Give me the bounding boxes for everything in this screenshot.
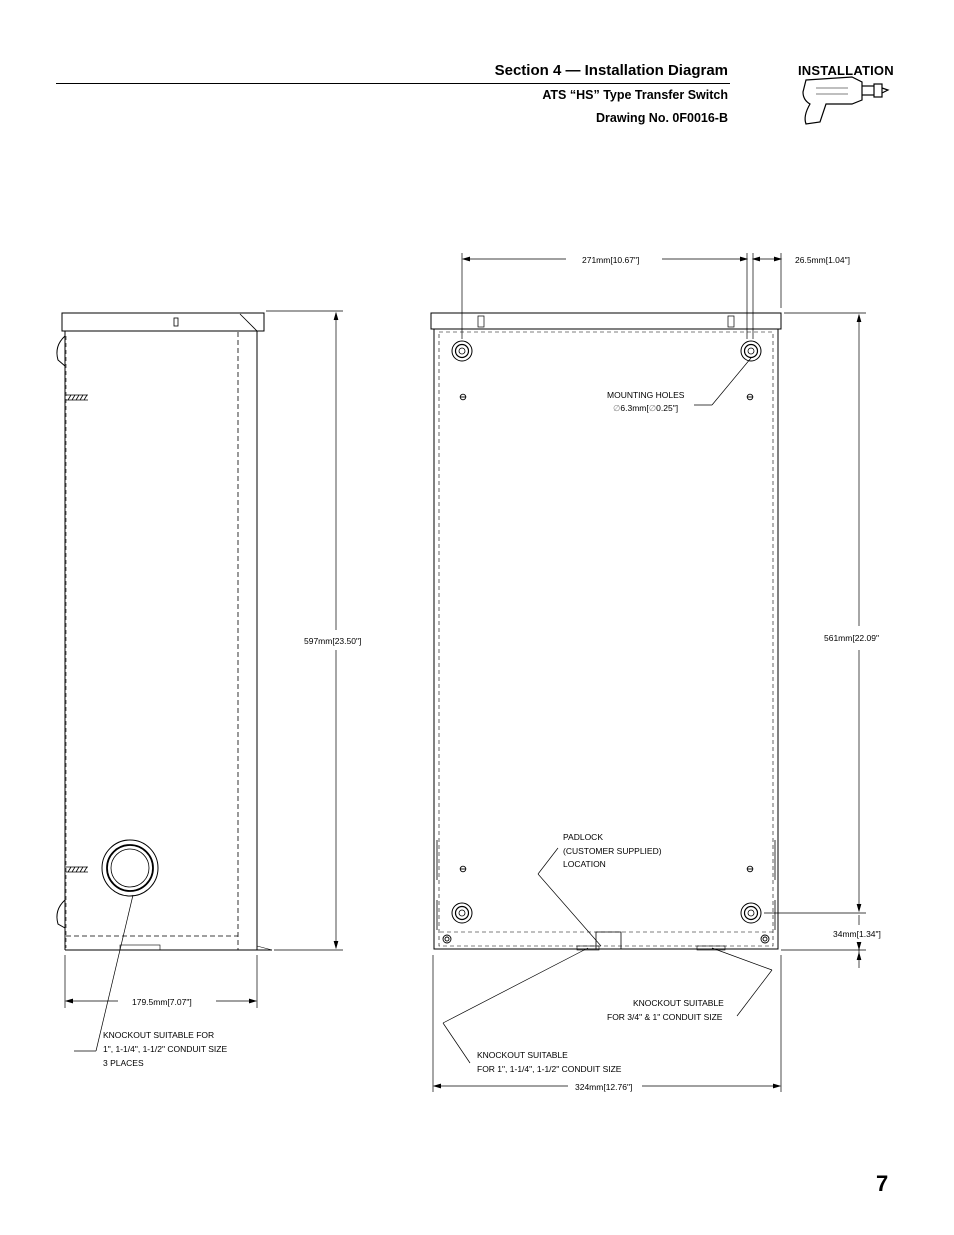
padlock-note-line2: (CUSTOMER SUPPLIED): [563, 846, 662, 856]
side-knockout-note-line2: 1", 1-1/4", 1-1/2" CONDUIT SIZE: [103, 1044, 227, 1054]
mounting-hole-top-left: [451, 340, 473, 362]
side-view: 597mm[23.50"] 179.5mm[7.07"] KNOCKOUT SU…: [56, 310, 361, 1068]
hole-offset-label: 26.5mm[1.04"]: [795, 255, 850, 265]
page-number: 7: [876, 1171, 889, 1196]
mounting-holes-note-line1: MOUNTING HOLES: [607, 390, 685, 400]
knockout-small-note-line1: KNOCKOUT SUITABLE: [633, 998, 724, 1008]
knockout-large-note-line1: KNOCKOUT SUITABLE: [477, 1050, 568, 1060]
side-knockout: [101, 839, 159, 897]
front-view: 271mm[10.67"] 26.5mm[1.04"] MOUNTING HOL…: [430, 253, 881, 1092]
header-rule: [56, 83, 730, 84]
vertical-hole-label: 561mm[22.09": [824, 633, 879, 643]
vertical-hole-dimension: [764, 312, 866, 914]
side-enclosure: [56, 312, 273, 951]
knockout-large-leader: [442, 947, 589, 1064]
side-hatch-top: [66, 394, 88, 401]
padlock-note-line1: PADLOCK: [563, 832, 603, 842]
side-hatch-bottom: [66, 866, 88, 873]
section-title: Section 4 — Installation Diagram: [494, 62, 728, 79]
front-width-dimension: [432, 955, 782, 1092]
mounting-holes-note-line2: ∅6.3mm[∅0.25"]: [613, 403, 678, 413]
side-knockout-note-line1: KNOCKOUT SUITABLE FOR: [103, 1030, 214, 1040]
mounting-holes-leader: [694, 357, 752, 406]
hole-spacing-label: 271mm[10.67"]: [582, 255, 639, 265]
drill-icon: [802, 76, 890, 125]
bottom-offset-dimension: [781, 915, 866, 968]
installation-badge-label: INSTALLATION: [798, 63, 894, 78]
side-knockout-leader: [74, 894, 134, 1052]
bottom-offset-label: 34mm[1.34"]: [833, 929, 881, 939]
side-depth-dimension: [64, 955, 258, 1008]
side-height-dimension: [266, 310, 343, 951]
padlock-leader: [537, 847, 602, 947]
drawing-number: Drawing No. 0F0016-B: [596, 111, 728, 125]
padlock-note-line3: LOCATION: [563, 859, 606, 869]
top-hole-spacing-dimension: [461, 253, 783, 339]
side-knockout-note-line3: 3 PLACES: [103, 1058, 144, 1068]
mounting-hole-bottom-right: [740, 902, 762, 924]
drawing-subtitle: ATS “HS” Type Transfer Switch: [542, 88, 728, 102]
side-height-label: 597mm[23.50"]: [304, 636, 361, 646]
knockout-small-note-line2: FOR 3/4" & 1" CONDUIT SIZE: [607, 1012, 723, 1022]
mounting-hole-bottom-left: [451, 902, 473, 924]
mounting-hole-top-right: [740, 340, 762, 362]
knockout-small-leader: [711, 947, 773, 1017]
front-width-label: 324mm[12.76"]: [575, 1082, 632, 1092]
small-rivets: [442, 393, 770, 944]
knockout-large-note-line2: FOR 1", 1-1/4", 1-1/2" CONDUIT SIZE: [477, 1064, 622, 1074]
side-depth-label: 179.5mm[7.07"]: [132, 997, 192, 1007]
